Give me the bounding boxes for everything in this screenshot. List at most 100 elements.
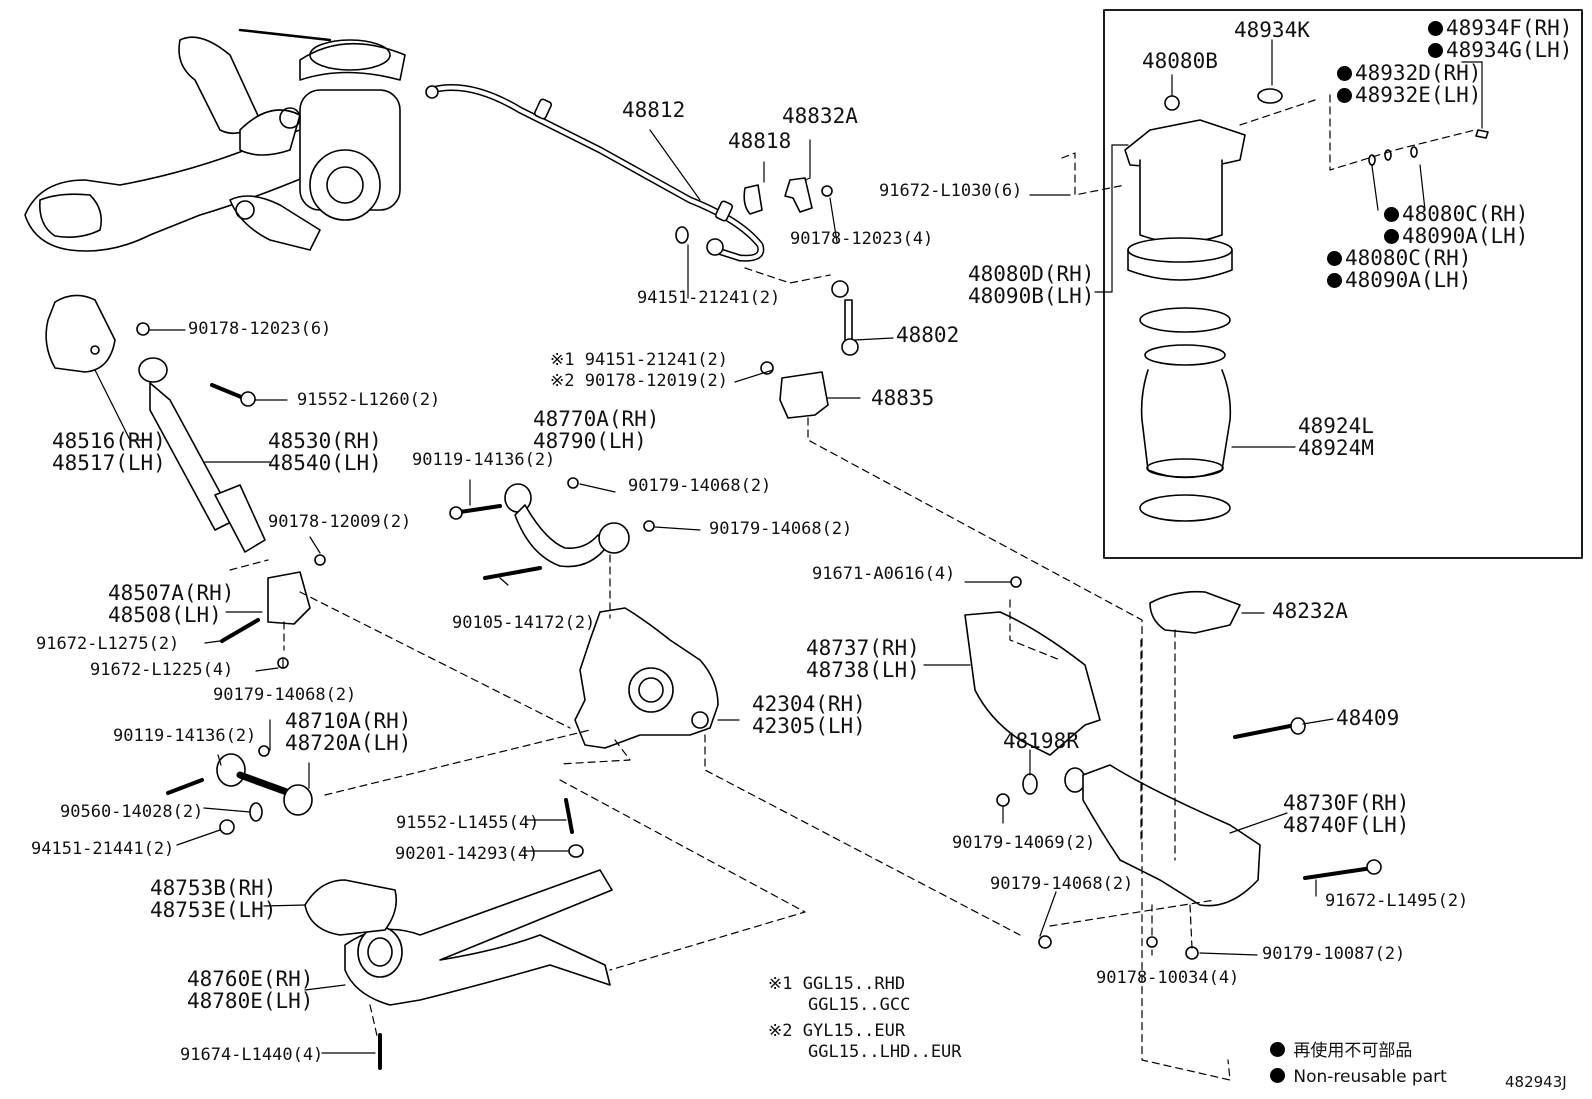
clip-48934F	[1475, 129, 1489, 139]
nut-90179-14068-d	[1038, 935, 1052, 949]
label-48198R: 48198R	[1003, 729, 1079, 753]
kit-frame	[1103, 9, 1583, 559]
shield-48737	[964, 611, 1101, 756]
footnote-2-line2: GGL15..LHD..EUR	[808, 1042, 962, 1062]
label-91672-L1030: 91672-L1030(6)	[879, 181, 1023, 201]
label-48812: 48812	[622, 98, 686, 122]
air-bellows-48924L	[1140, 344, 1232, 479]
oring-c	[1410, 146, 1418, 158]
label-90178-12009: 90178-12009(2)	[268, 512, 412, 532]
non-reusable-dot-icon	[1384, 229, 1399, 244]
nut-90178-12023-6	[136, 322, 150, 336]
label-48924M: 48924M	[1298, 436, 1374, 460]
label-42304: 42304(RH)	[752, 692, 866, 716]
label-48090A-a: 48090A(LH)	[1384, 225, 1528, 247]
non-reusable-dot-icon	[1270, 1042, 1285, 1057]
label-48508: 48508(LH)	[108, 603, 222, 627]
bushing-48818	[743, 184, 763, 215]
label-91674-L1440: 91674-L1440(4)	[180, 1045, 324, 1065]
nut-90179-14068-b	[643, 520, 655, 532]
label-90178-10034: 90178-10034(4)	[1096, 968, 1240, 988]
nut-90178-10034	[1146, 936, 1158, 948]
label-48730F: 48730F(RH)	[1283, 791, 1410, 815]
label-90560-14028: 90560-14028(2)	[60, 802, 204, 822]
footnote-1: ※1 GGL15..RHD	[768, 974, 906, 994]
leader-lines	[94, 39, 1483, 1054]
label-48737: 48737(RH)	[806, 636, 920, 660]
footnote-1-line2: GGL15..GCC	[808, 995, 911, 1015]
bushing-94151	[675, 226, 689, 244]
label-90201-14293: 90201-14293(4)	[395, 844, 539, 864]
label-90179-14068-d: 90179-14068(2)	[990, 874, 1134, 894]
seat-48232A	[1149, 590, 1241, 634]
label-48932E: 48932E(LH)	[1337, 84, 1481, 106]
bracket-48832A	[784, 177, 813, 213]
label-48516: 48516(RH)	[52, 429, 166, 453]
label-48710A: 48710A(RH)	[285, 709, 412, 733]
bolt-91671-A0616	[1010, 576, 1022, 588]
label-48090B: 48090B(LH)	[968, 284, 1095, 308]
label-90119-14136-b: 90119-14136(2)	[113, 726, 257, 746]
bolt-91552-L1455	[564, 798, 574, 834]
bracket-48507A	[267, 571, 311, 625]
nut-48080B	[1164, 95, 1180, 111]
air-spring-top-48080D	[1124, 119, 1246, 281]
label-90179-14068-c: 90179-14068(2)	[213, 685, 357, 705]
label-48932D: 48932D(RH)	[1337, 62, 1481, 84]
washer-90560	[249, 802, 263, 822]
label-48090A-b: 48090A(LH)	[1327, 269, 1471, 291]
label-48080C-a: 48080C(RH)	[1384, 203, 1528, 225]
footnote-2: ※2 GYL15..EUR	[768, 1021, 906, 1041]
label-48802: 48802	[896, 323, 960, 347]
label-48517: 48517(LH)	[52, 451, 166, 475]
label-48934K: 48934K	[1234, 18, 1310, 42]
label-48818: 48818	[728, 129, 792, 153]
label-48738: 48738(LH)	[806, 658, 920, 682]
nut-90178-12009	[314, 554, 326, 566]
label-90119-14136-a: 90119-14136(2)	[412, 450, 556, 470]
label-91671-A0616: 91671-A0616(4)	[812, 564, 956, 584]
nut-94151-21441	[219, 819, 235, 835]
label-42305: 42305(LH)	[752, 714, 866, 738]
clamp-ring-lower	[1139, 494, 1231, 522]
stopper-48198R	[1022, 773, 1038, 795]
non-reusable-dot-icon	[1270, 1068, 1285, 1083]
non-reusable-dot-icon	[1337, 88, 1352, 103]
label-90179-14069: 90179-14069(2)	[952, 833, 1096, 853]
non-reusable-dot-icon	[1337, 66, 1352, 81]
shock-absorber-48530	[138, 357, 266, 553]
label-48740F: 48740F(LH)	[1283, 813, 1410, 837]
label-48924L: 48924L	[1298, 414, 1374, 438]
bolt-90119-14136-b	[166, 778, 204, 795]
cap-48934K	[1257, 88, 1283, 104]
label-48790: 48790(LH)	[533, 429, 647, 453]
non-reusable-dot-icon	[1428, 43, 1443, 58]
nut-90179-14069	[996, 793, 1010, 807]
non-reusable-dot-icon	[1428, 21, 1443, 36]
label-48835: 48835	[871, 386, 935, 410]
diagram-id: 482943J	[1505, 1073, 1567, 1091]
label-91672-L1495: 91672-L1495(2)	[1325, 891, 1469, 911]
legend-en: Non-reusable part	[1270, 1068, 1447, 1087]
label-94151-21241: 94151-21241(2)	[637, 288, 781, 308]
label-48080C-b: 48080C(RH)	[1327, 247, 1471, 269]
bolt-90119-14136-a	[458, 504, 502, 514]
label-mark1-94151: ※1 94151-21241(2)	[550, 350, 729, 370]
label-90179-10087: 90179-10087(2)	[1262, 944, 1406, 964]
label-90179-14068-b: 90179-14068(2)	[709, 519, 853, 539]
label-94151-21441: 94151-21441(2)	[31, 839, 175, 859]
label-48540: 48540(LH)	[268, 451, 382, 475]
non-reusable-dot-icon	[1327, 273, 1342, 288]
bolt-90105-14172	[483, 566, 542, 580]
label-48832A: 48832A	[782, 104, 858, 128]
dashed-lines	[229, 94, 1476, 1081]
label-91552-L1260: 91552-L1260(2)	[297, 390, 441, 410]
label-91672-L1275: 91672-L1275(2)	[36, 634, 180, 654]
label-90178-12023-4: 90178-12023(4)	[790, 229, 934, 249]
label-90178-12023-6: 90178-12023(6)	[188, 319, 332, 339]
label-90179-14068-a: 90179-14068(2)	[628, 476, 772, 496]
non-reusable-dot-icon	[1327, 251, 1342, 266]
bolt-91552-L1260	[210, 383, 248, 401]
label-48753E: 48753E(LH)	[150, 898, 277, 922]
